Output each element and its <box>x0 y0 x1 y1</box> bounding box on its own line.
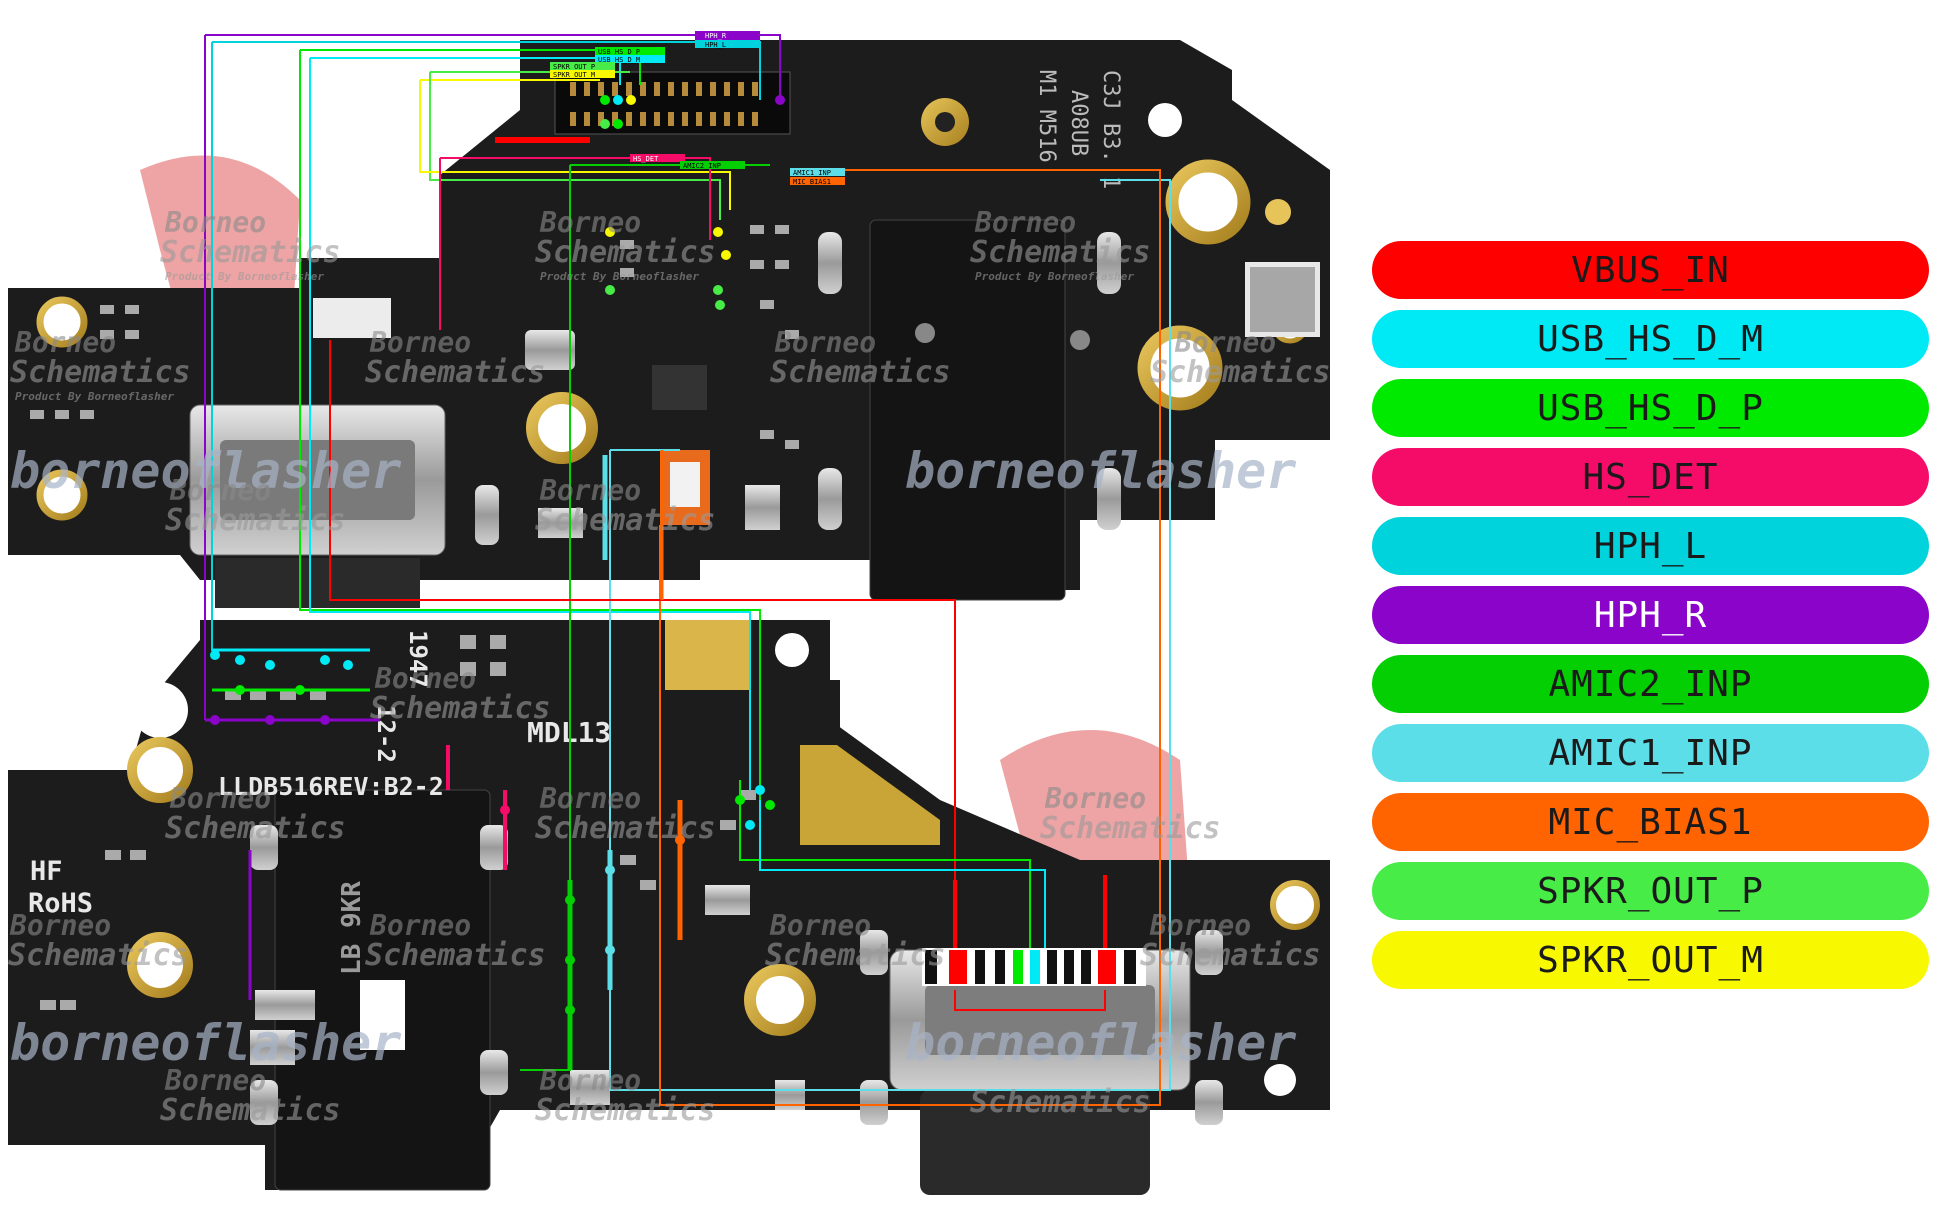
wm-brand-15: Borneo <box>769 909 871 942</box>
tag-usb-p: USB_HS_D_P <box>598 48 640 56</box>
bottom-silk-hf: HF <box>30 856 63 887</box>
wm-sub-4: Schematics <box>10 355 191 390</box>
wm-sub-12: Schematics <box>535 811 716 846</box>
wm-sub-5: Schematics <box>365 355 546 390</box>
tag-spkr-p: SPKR_OUT_P <box>553 63 595 71</box>
legend-item-hs-det: HS_DET <box>1372 448 1929 506</box>
tag-hph-l: HPH_L <box>705 41 726 49</box>
wm-sub-2: Schematics <box>535 235 716 270</box>
top-silk-model: M1 M516 <box>1034 70 1059 163</box>
wm-sub-14: Schematics <box>365 938 546 973</box>
wm-big-2: borneoflasher <box>905 442 1296 500</box>
wm-big-1: borneoflasher <box>10 442 401 500</box>
bottom-board: LLDB516REV:B2-2 MDL13 12-2 1947 HF RoHS … <box>8 620 1330 1195</box>
legend-item-amic1-inp: AMIC1_INP <box>1372 724 1929 782</box>
wm-brand-14: Borneo <box>369 909 471 942</box>
wm-small-4: Product By Borneoflasher <box>15 390 174 403</box>
tag-mic-bias: MIC_BIAS1 <box>793 178 831 186</box>
wm-sub-6: Schematics <box>770 355 951 390</box>
top-silk-rev: C3J B3. 1 <box>1098 70 1123 189</box>
wm-sub-7: Schematics <box>1150 355 1331 390</box>
wm-brand-10: Borneo <box>374 662 476 695</box>
legend-item-usb-hs-d-m: USB_HS_D_M <box>1372 310 1929 368</box>
wm-sub-3: Schematics <box>970 235 1151 270</box>
wm-brand-19: Borneo <box>539 1064 641 1097</box>
wm-brand-4: Borneo <box>14 326 116 359</box>
wm-sub-19: Schematics <box>535 1093 716 1128</box>
tag-hph-r: HPH_R <box>705 32 727 40</box>
legend-item-mic-bias1: MIC_BIAS1 <box>1372 793 1929 851</box>
legend-item-hph-l: HPH_L <box>1372 517 1929 575</box>
wm-small-3: Product By Borneoflasher <box>975 270 1134 283</box>
wm-brand-9: Borneo <box>539 474 641 507</box>
watermarks: Borneo Schematics Product By Borneoflash… <box>8 206 1331 1128</box>
tag-hs-det: HS_DET <box>633 155 659 163</box>
bottom-silk-num: 1947 <box>404 630 432 688</box>
legend-item-vbus-in: VBUS_IN <box>1372 241 1929 299</box>
bottom-silk-date: 12-2 <box>372 705 400 763</box>
top-board: M1 M516 A08UB C3J B3. 1 <box>8 40 1330 608</box>
signal-legend: VBUS_IN USB_HS_D_M USB_HS_D_P HS_DET HPH… <box>1372 241 1929 1000</box>
bottom-silk-part: LLDB516REV:B2-2 <box>218 772 444 801</box>
wm-sub-16: Schematics <box>1140 938 1321 973</box>
wm-brand-5: Borneo <box>369 326 471 359</box>
legend-item-hph-r: HPH_R <box>1372 586 1929 644</box>
tag-usb-m: USB_HS_D_M <box>598 56 640 64</box>
wm-brand-7: Borneo <box>1174 326 1276 359</box>
wm-brand-6: Borneo <box>774 326 876 359</box>
tag-amic1: AMIC1_INP <box>793 169 831 177</box>
wm-sub-11: Schematics <box>165 811 346 846</box>
junction-dots <box>210 95 785 1015</box>
wm-brand-11: Borneo <box>169 782 271 815</box>
top-silk-code: A08UB <box>1066 90 1091 156</box>
wm-big-4: borneoflasher <box>905 1014 1296 1072</box>
legend-item-usb-hs-d-p: USB_HS_D_P <box>1372 379 1929 437</box>
wm-sub-8: Schematics <box>165 503 346 538</box>
wm-brand-16: Borneo <box>1149 909 1251 942</box>
wm-sub-10: Schematics <box>370 691 551 726</box>
wm-brand-17: Borneo <box>9 909 111 942</box>
trace-lines <box>204 34 1171 1106</box>
legend-item-spkr-out-p: SPKR_OUT_P <box>1372 862 1929 920</box>
bottom-silk-rohs: RoHS <box>28 888 93 919</box>
wm-big-3: borneoflasher <box>10 1014 401 1072</box>
wm-small-2: Product By Borneoflasher <box>540 270 699 283</box>
wm-sub-20: Schematics <box>970 1085 1151 1120</box>
wm-brand-2: Borneo <box>539 206 641 239</box>
wm-sub-13: Schematics <box>1040 811 1221 846</box>
wm-sub-15: Schematics <box>765 938 946 973</box>
tag-amic2: AMIC2_INP <box>683 162 721 170</box>
wm-brand-8: Borneo <box>169 474 271 507</box>
wm-brand-1: Borneo <box>164 206 266 239</box>
wm-small-1: Product By Borneoflasher <box>165 270 324 283</box>
wm-brand-18: Borneo <box>164 1064 266 1097</box>
wm-brand-12: Borneo <box>539 782 641 815</box>
wm-brand-3: Borneo <box>974 206 1076 239</box>
trace-tags: HPH_R HPH_L USB_HS_D_P USB_HS_D_M SPKR_O… <box>550 31 845 186</box>
wm-sub-17: Schematics <box>8 938 189 973</box>
wm-brand-13: Borneo <box>1044 782 1146 815</box>
bottom-silk-jack: LB 9KR <box>337 881 367 975</box>
wm-sub-1: Schematics <box>160 235 341 270</box>
legend-item-amic2-inp: AMIC2_INP <box>1372 655 1929 713</box>
legend-item-spkr-out-m: SPKR_OUT_M <box>1372 931 1929 989</box>
tag-spkr-m: SPKR_OUT_M <box>553 71 595 79</box>
wm-sub-9: Schematics <box>535 503 716 538</box>
wm-sub-18: Schematics <box>160 1093 341 1128</box>
